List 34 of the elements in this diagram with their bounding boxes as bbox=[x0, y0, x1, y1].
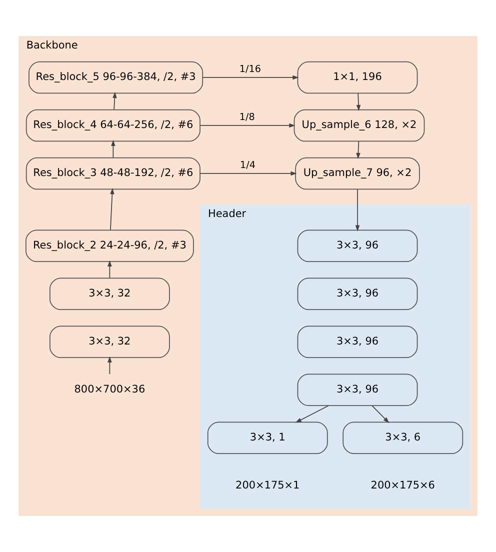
node-box: Res_block_2 24-24-96, /2, #3 bbox=[25, 230, 194, 262]
node-box: Up_sample_6 128, ×2 bbox=[294, 109, 425, 142]
arrow bbox=[295, 405, 330, 423]
arrow bbox=[112, 92, 117, 110]
node-box: 3×3, 96 bbox=[297, 230, 418, 262]
arrow bbox=[108, 260, 112, 279]
edge-label: 1/4 bbox=[240, 160, 256, 172]
arrow bbox=[108, 356, 112, 375]
arrow bbox=[110, 188, 114, 230]
node-box: 3×3, 1 bbox=[207, 422, 328, 454]
node-box: 3×3, 32 bbox=[49, 278, 170, 310]
label: 200×175×6 bbox=[370, 480, 435, 492]
arrow bbox=[202, 75, 299, 80]
arrow bbox=[200, 171, 297, 176]
node-box: 3×3, 96 bbox=[297, 326, 418, 358]
arrow bbox=[200, 123, 296, 128]
node-box: 1×1, 196 bbox=[297, 61, 418, 94]
arrow bbox=[372, 405, 390, 424]
node-box: 3×3, 96 bbox=[297, 278, 418, 310]
node-box: 3×3, 6 bbox=[342, 422, 464, 454]
label: 200×175×1 bbox=[236, 480, 300, 492]
arrow bbox=[356, 92, 361, 112]
edge-label: 1/16 bbox=[239, 64, 261, 76]
node-box: Res_block_4 64-64-256, /2, #6 bbox=[26, 109, 200, 142]
arrow bbox=[355, 188, 360, 232]
node-box: Res_block_3 48-48-192, /2, #6 bbox=[26, 157, 200, 190]
node-box: 3×3, 32 bbox=[49, 326, 170, 358]
arrow bbox=[356, 140, 360, 160]
node-box: Up_sample_7 96, ×2 bbox=[295, 157, 420, 190]
arrow bbox=[111, 140, 116, 158]
node-box: Res_block_5 96-96-384, /2, #3 bbox=[28, 61, 204, 94]
node-text: 800×700×36 bbox=[74, 384, 146, 396]
node-box: 3×3, 96 bbox=[297, 374, 418, 406]
edge-label: 1/8 bbox=[239, 112, 255, 124]
